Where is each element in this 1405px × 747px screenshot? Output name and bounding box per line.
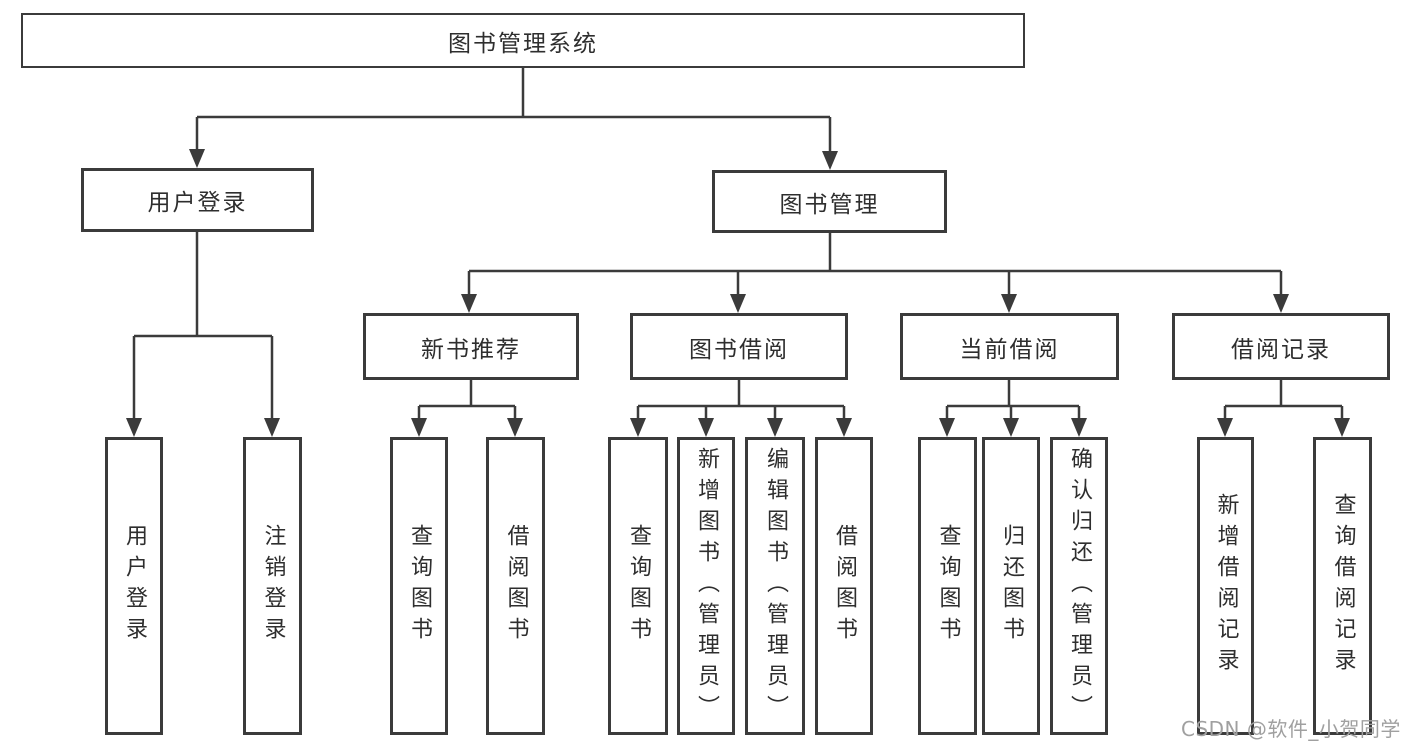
node-user-login-label: 用户登录	[147, 190, 248, 216]
arrowhead-icon	[1273, 294, 1289, 313]
edge-bookborrow-leaves	[636, 380, 846, 425]
node-leaf-bb-add-book: 新增图书（管理员）	[677, 437, 735, 735]
arrowhead-icon	[698, 418, 714, 437]
node-leaf-bb-query-book-label: 查询图书	[626, 524, 651, 648]
node-leaf-user-login: 用户登录	[105, 437, 163, 735]
node-book-borrow-label: 图书借阅	[689, 336, 789, 363]
node-leaf-cb-return-book-label: 归还图书	[999, 524, 1024, 648]
node-leaf-rec-borrow-book: 借阅图书	[486, 437, 545, 735]
node-leaf-rec-borrow-book-label: 借阅图书	[503, 524, 529, 648]
node-leaf-br-add-record: 新增借阅记录	[1197, 437, 1254, 735]
edge-userlogin-leaves	[132, 232, 274, 425]
node-leaf-bb-borrow-book-label: 借阅图书	[832, 524, 857, 648]
arrowhead-icon	[264, 418, 280, 437]
arrowhead-icon	[1001, 294, 1017, 313]
arrowhead-icon	[1071, 418, 1087, 437]
node-leaf-bb-edit-book: 编辑图书（管理员）	[745, 437, 805, 735]
node-user-login: 用户登录	[81, 168, 314, 232]
node-leaf-br-query-record: 查询借阅记录	[1313, 437, 1372, 735]
node-leaf-user-login-label: 用户登录	[122, 524, 147, 648]
arrowhead-icon	[730, 294, 746, 313]
node-leaf-bb-query-book: 查询图书	[608, 437, 668, 735]
node-book-mgmt-label: 图书管理	[779, 191, 880, 218]
edge-bookmgmt-level3	[467, 233, 1283, 301]
node-leaf-cb-confirm-return: 确认归还（管理员）	[1050, 437, 1108, 735]
node-book-mgmt: 图书管理	[712, 170, 947, 233]
watermark-text: CSDN @软件_小贺同学	[1181, 717, 1401, 741]
arrowhead-icon	[411, 418, 427, 437]
arrowhead-icon	[461, 294, 477, 313]
node-leaf-br-add-record-label: 新增借阅记录	[1213, 493, 1239, 679]
arrowhead-icon	[126, 418, 142, 437]
node-leaf-bb-add-book-label: 新增图书（管理员）	[694, 446, 719, 726]
node-root-label: 图书管理系统	[448, 30, 598, 57]
node-new-book-rec: 新书推荐	[363, 313, 579, 380]
edge-newbookrec-leaves	[417, 380, 517, 425]
node-leaf-logout-label: 注销登录	[260, 524, 286, 648]
arrowhead-icon	[1334, 418, 1350, 437]
node-borrow-records: 借阅记录	[1172, 313, 1390, 380]
arrowhead-icon	[836, 418, 852, 437]
arrowhead-icon	[630, 418, 646, 437]
node-leaf-rec-query-book-label: 查询图书	[407, 524, 432, 648]
node-leaf-cb-return-book: 归还图书	[982, 437, 1040, 735]
edge-root-level2	[195, 68, 832, 158]
arrowhead-icon	[822, 151, 838, 170]
node-root: 图书管理系统	[21, 13, 1025, 68]
node-leaf-cb-query-book: 查询图书	[918, 437, 977, 735]
arrowhead-icon	[1217, 418, 1233, 437]
node-leaf-cb-query-book-label: 查询图书	[935, 524, 961, 648]
edge-borrowrecords-leaves	[1223, 380, 1344, 425]
node-leaf-logout: 注销登录	[243, 437, 302, 735]
node-new-book-rec-label: 新书推荐	[421, 336, 521, 363]
node-book-borrow: 图书借阅	[630, 313, 848, 380]
arrowhead-icon	[1003, 418, 1019, 437]
node-borrow-records-label: 借阅记录	[1231, 336, 1331, 363]
node-leaf-bb-borrow-book: 借阅图书	[815, 437, 873, 735]
arrowhead-icon	[939, 418, 955, 437]
node-leaf-bb-edit-book-label: 编辑图书（管理员）	[763, 446, 788, 726]
arrowhead-icon	[507, 418, 523, 437]
arrowhead-icon	[189, 149, 205, 168]
node-leaf-br-query-record-label: 查询借阅记录	[1330, 493, 1356, 679]
node-leaf-rec-query-book: 查询图书	[390, 437, 448, 735]
edge-currentborrow-leaves	[945, 380, 1081, 425]
node-leaf-cb-confirm-return-label: 确认归还（管理员）	[1067, 446, 1092, 726]
node-current-borrow-label: 当前借阅	[959, 336, 1060, 363]
node-current-borrow: 当前借阅	[900, 313, 1119, 380]
arrowhead-icon	[767, 418, 783, 437]
